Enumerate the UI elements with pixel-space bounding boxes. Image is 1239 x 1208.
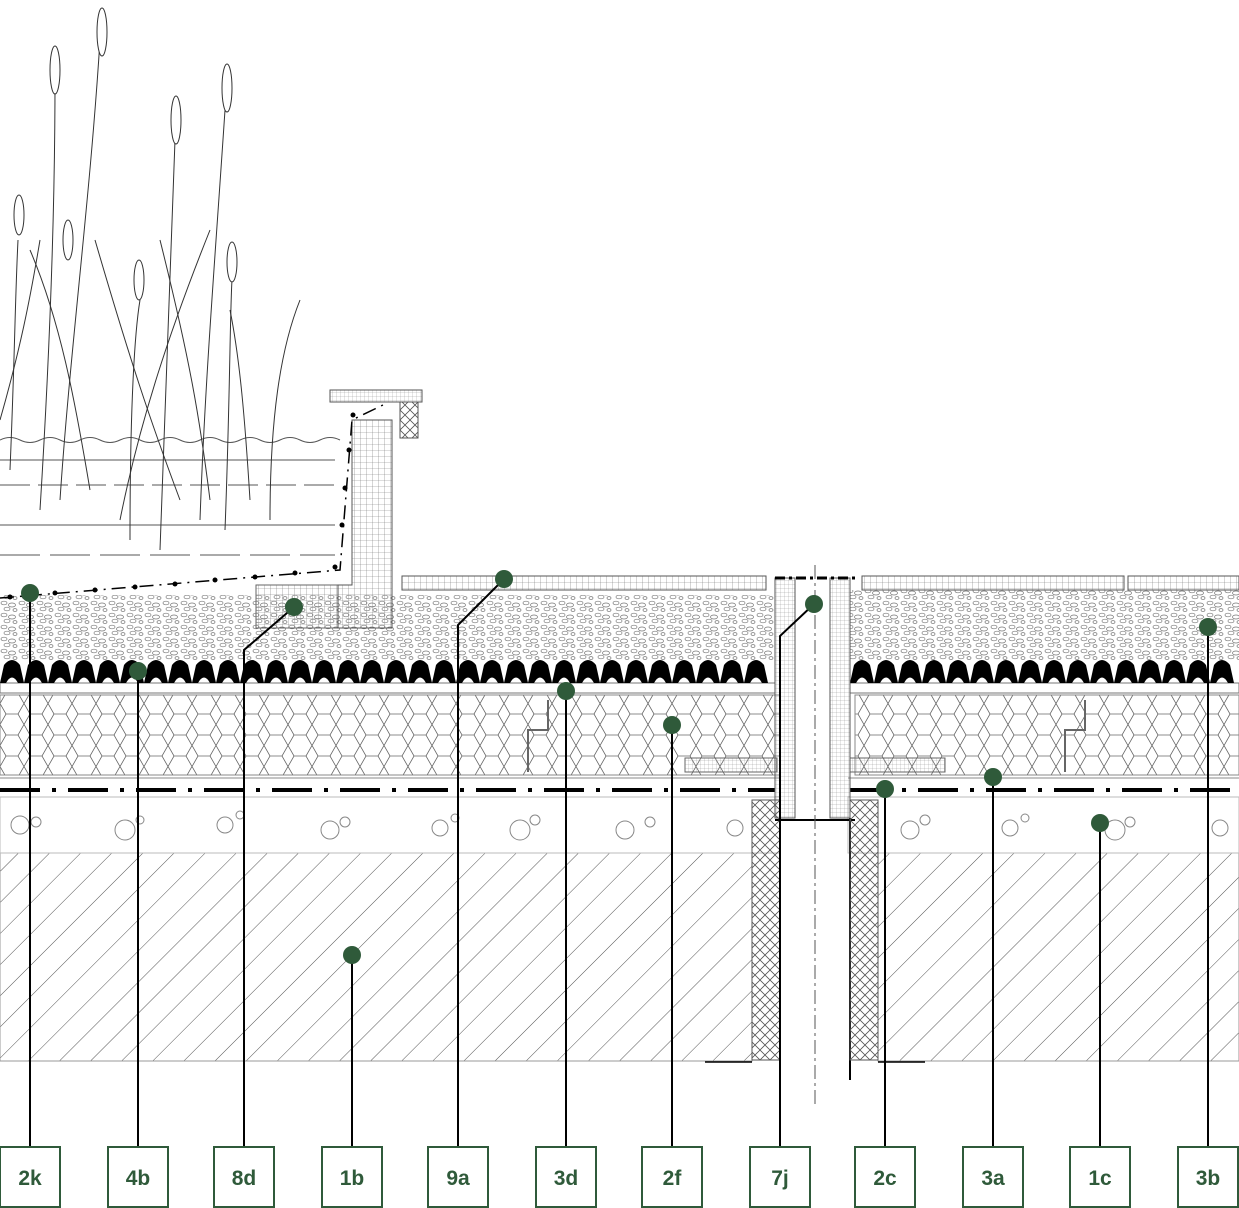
label-text-3d: 3d [554, 1167, 579, 1190]
roof-drain [705, 565, 925, 1105]
pointer-dot-8d [285, 598, 303, 616]
label-box-2k [0, 1146, 61, 1208]
drainage-board [0, 660, 1239, 694]
pointer-dot-4b [129, 662, 147, 680]
pointer-dot-1b [343, 946, 361, 964]
label-box-7j [749, 1146, 811, 1208]
leader-lines [21, 570, 1217, 1147]
label-box-9a [427, 1146, 489, 1208]
liner-dot [332, 564, 338, 570]
label-box-1b [321, 1146, 383, 1208]
screed-layer [0, 796, 1239, 854]
liner-dot [342, 485, 348, 491]
pointer-dot-2k [21, 584, 39, 602]
paving-slab-left [401, 575, 767, 591]
concrete-slab-left [0, 852, 753, 1062]
concrete-slab-right [877, 852, 1239, 1062]
liner-dot [92, 587, 98, 593]
label-text-2f: 2f [663, 1167, 683, 1190]
label-boxes: 2k 4b 8d 1b 9a 3d 2f 7j 2c 3a 1c 3b [0, 1146, 1239, 1208]
liner-dot [350, 412, 356, 418]
membrane-line [0, 777, 1239, 792]
label-box-3a [962, 1146, 1024, 1208]
label-text-2c: 2c [873, 1167, 897, 1190]
insulation-left [0, 694, 781, 776]
insulation-right [854, 694, 1239, 776]
label-text-9a: 9a [446, 1167, 470, 1190]
label-text-8d: 8d [232, 1167, 257, 1190]
pointer-dot-7j [805, 595, 823, 613]
liner-dot [346, 447, 352, 453]
leader-line-7j [779, 603, 815, 1147]
pointer-dot-3a [984, 768, 1002, 786]
pointer-dot-3d [557, 682, 575, 700]
liner-dot [52, 590, 58, 596]
label-text-2k: 2k [18, 1167, 42, 1190]
reed-plants [0, 7, 301, 551]
label-box-4b [107, 1146, 169, 1208]
label-box-3d [535, 1146, 597, 1208]
pointer-dot-9a [495, 570, 513, 588]
label-box-3b [1177, 1146, 1239, 1208]
pointer-dot-2c [876, 780, 894, 798]
liner-dot [339, 522, 345, 528]
liner-dot [132, 584, 138, 590]
label-text-4b: 4b [126, 1167, 151, 1190]
liner-dot [252, 574, 258, 580]
pointer-dot-2f [663, 716, 681, 734]
label-text-3b: 3b [1196, 1167, 1221, 1190]
liner-dot [172, 581, 178, 587]
liner-dot [212, 577, 218, 583]
pond-liner [0, 403, 386, 599]
gravel-layer-right [850, 590, 1239, 660]
label-box-8d [213, 1146, 275, 1208]
pointer-dot-3b [1199, 618, 1217, 636]
label-box-2f [641, 1146, 703, 1208]
leader-line-9a [457, 578, 505, 1147]
label-text-1b: 1b [340, 1167, 365, 1190]
paving-slab-right-2 [1127, 575, 1239, 591]
label-box-2c [854, 1146, 916, 1208]
pond-wall [255, 389, 423, 629]
label-text-7j: 7j [771, 1167, 789, 1190]
liner-dot [292, 570, 298, 576]
pointer-dot-1c [1091, 814, 1109, 832]
label-text-3a: 3a [981, 1167, 1005, 1190]
pond-water [0, 437, 341, 556]
label-box-1c [1069, 1146, 1131, 1208]
paving-slab-right-1 [861, 575, 1125, 591]
liner-dot [7, 594, 13, 600]
leader-line-8d [243, 606, 295, 1147]
label-text-1c: 1c [1088, 1167, 1112, 1190]
